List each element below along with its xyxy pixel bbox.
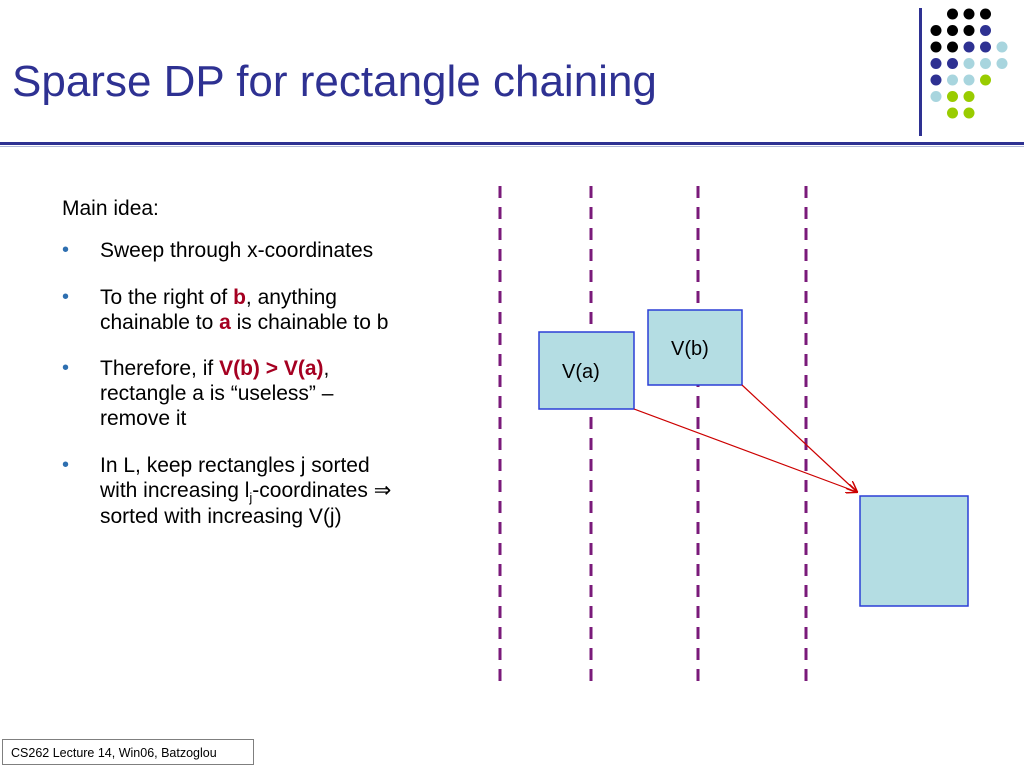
bullet-useless-text-1: Therefore, if bbox=[100, 357, 220, 381]
bullet-keep-text-3: sorted with increasing V(j) bbox=[100, 505, 342, 529]
decorative-dot bbox=[980, 74, 991, 86]
decorative-dot bbox=[930, 25, 942, 36]
bullet-chainable: To the right of b, anything chainable to… bbox=[62, 286, 392, 336]
bullet-list: Sweep through x-coordinates To the right… bbox=[62, 239, 392, 530]
decorative-dot bbox=[930, 91, 942, 102]
title-underline-shadow bbox=[0, 146, 1024, 147]
decorative-dot bbox=[963, 74, 975, 86]
title-vertical-rule bbox=[919, 8, 922, 136]
bullet-useless-condition: V(b) > V(a) bbox=[219, 357, 324, 381]
decorative-dot bbox=[963, 41, 975, 53]
decorative-dot bbox=[947, 107, 958, 119]
decorative-dot bbox=[996, 41, 1008, 53]
bullet-useless: Therefore, if V(b) > V(a), rectangle a i… bbox=[62, 357, 392, 431]
bullet-keep-sorted: In L, keep rectangles j sorted with incr… bbox=[62, 454, 392, 530]
decorative-dot bbox=[980, 58, 991, 69]
rectangle-b-label: V(b) bbox=[671, 338, 709, 360]
decorative-dot bbox=[963, 58, 975, 69]
bullet-chainable-text-3: is chainable to b bbox=[230, 310, 389, 334]
rectangle-a-label: V(a) bbox=[562, 361, 600, 383]
decorative-dot bbox=[947, 8, 958, 20]
arrow-a-to-target bbox=[633, 408, 857, 492]
footer-credit: CS262 Lecture 14, Win06, Batzoglou bbox=[2, 739, 254, 765]
bullet-keep-text-1: In L, keep rectangles j sorted with incr… bbox=[100, 453, 370, 502]
bullet-chainable-a: a bbox=[219, 310, 231, 334]
bullet-useless-text-2: , rectangle a is “useless” – remove it bbox=[100, 357, 334, 431]
implies-symbol: ⇒ bbox=[373, 478, 392, 502]
decorative-dot bbox=[947, 58, 958, 69]
bullet-chainable-text-2: , anything chainable to bbox=[100, 285, 337, 334]
decorative-dot bbox=[996, 58, 1008, 69]
decorative-dot bbox=[947, 74, 958, 86]
decorative-dot bbox=[980, 41, 991, 53]
decorative-dot bbox=[930, 41, 942, 53]
main-idea-heading: Main idea: bbox=[62, 197, 159, 220]
decorative-dot bbox=[947, 41, 958, 53]
decorative-dot bbox=[963, 107, 975, 119]
decorative-dot bbox=[947, 25, 958, 36]
decorative-dot bbox=[930, 74, 942, 86]
decorative-dot bbox=[963, 25, 975, 36]
decorative-dot bbox=[980, 8, 991, 20]
bullet-sweep: Sweep through x-coordinates bbox=[62, 239, 392, 264]
decorative-dot bbox=[963, 8, 975, 20]
decorative-dot bbox=[930, 58, 942, 69]
bullet-keep-text-2: -coordinates bbox=[252, 478, 374, 502]
bullet-keep-subscript: j bbox=[249, 489, 253, 505]
decorative-dot bbox=[947, 91, 958, 102]
slide-title: Sparse DP for rectangle chaining bbox=[12, 57, 657, 106]
title-underline bbox=[0, 142, 1024, 145]
decorative-dot bbox=[980, 25, 991, 36]
decorative-dot bbox=[963, 91, 975, 102]
slide-body: Main idea: Sweep through x-coordinates T… bbox=[62, 196, 392, 552]
arrow-b-to-target bbox=[741, 384, 857, 492]
rectangle-target bbox=[859, 495, 969, 607]
bullet-sweep-text: Sweep through x-coordinates bbox=[100, 239, 374, 263]
bullet-chainable-text-1: To the right of bbox=[100, 285, 234, 309]
bullet-chainable-b: b bbox=[233, 285, 246, 309]
